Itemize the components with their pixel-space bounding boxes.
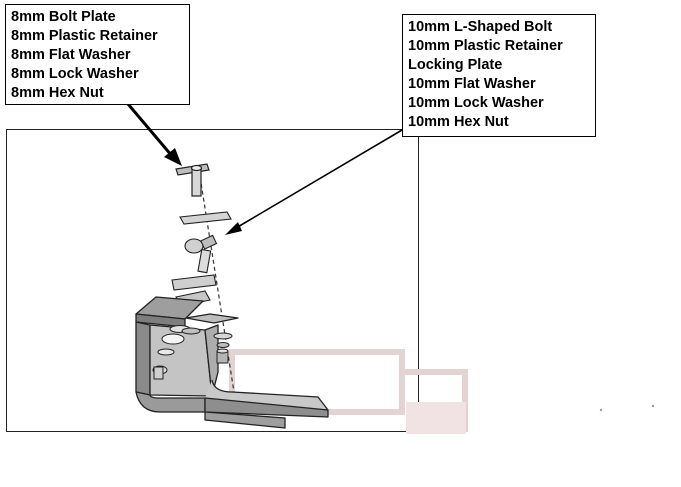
callout-line: 10mm L-Shaped Bolt bbox=[408, 19, 553, 35]
callout-line: 8mm Lock Washer bbox=[11, 66, 139, 82]
callout-line: 8mm Bolt Plate bbox=[11, 9, 116, 25]
callout-line: 8mm Flat Washer bbox=[11, 47, 131, 63]
callout-line: 10mm Lock Washer bbox=[408, 95, 544, 111]
callout-line: 10mm Hex Nut bbox=[408, 114, 509, 130]
callout-line: 8mm Plastic Retainer bbox=[11, 28, 158, 44]
callout-line: Locking Plate bbox=[408, 57, 503, 73]
callout-line: 8mm Hex Nut bbox=[11, 85, 104, 101]
callout-line: 10mm Plastic Retainer bbox=[408, 38, 563, 54]
hardware-stack-8mm bbox=[169, 325, 201, 335]
callout-10mm-hardware: 10mm L-Shaped Bolt 10mm Plastic Retainer… bbox=[402, 14, 596, 137]
stray-dot bbox=[651, 404, 655, 408]
plastic-retainer bbox=[179, 211, 232, 225]
hardware-stack-10mm bbox=[213, 332, 233, 364]
bracket-holes bbox=[152, 333, 185, 380]
callout-line: 10mm Flat Washer bbox=[408, 76, 536, 92]
bolt-plate bbox=[175, 163, 210, 197]
stray-dot bbox=[599, 408, 603, 412]
assembly-axis-line bbox=[198, 169, 235, 393]
l-shaped-bolt bbox=[184, 234, 218, 274]
leader-arrow-left bbox=[126, 103, 182, 166]
callout-8mm-hardware: 8mm Bolt Plate 8mm Plastic Retainer 8mm … bbox=[5, 4, 190, 105]
locking-plate bbox=[171, 274, 217, 291]
leader-arrow-right bbox=[225, 129, 403, 235]
watermark-block bbox=[406, 402, 466, 434]
